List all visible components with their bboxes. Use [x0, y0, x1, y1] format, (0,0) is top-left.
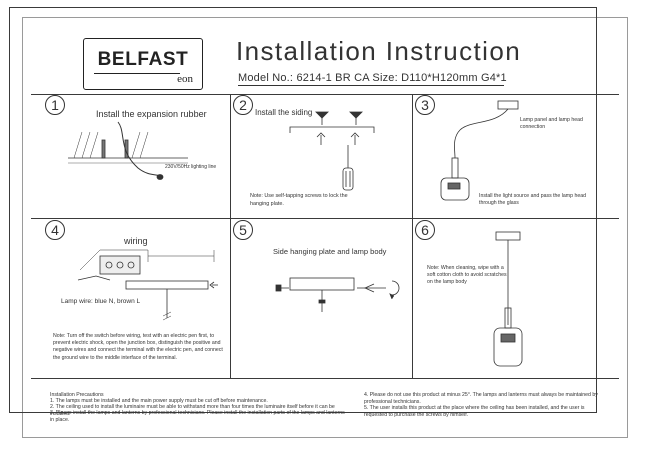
step1-caption: Install the expansion rubber [96, 109, 207, 119]
step-number-5: 5 [233, 220, 253, 240]
step-number-1: 1 [45, 95, 65, 115]
step-number-3: 3 [415, 95, 435, 115]
step6-note: Note: When cleaning, wipe with a soft co… [427, 265, 507, 286]
precaution-4: 4. Please do not use this product at min… [364, 392, 598, 405]
step2-caption: Install the siding [255, 108, 313, 117]
grid-rule-top [31, 94, 619, 95]
step5-illustration [275, 277, 400, 312]
step3-note: Install the light source and pass the la… [479, 193, 586, 206]
step-number-4: 4 [45, 220, 65, 240]
page-title: Installation Instruction [236, 36, 522, 66]
model-line: Model No.: 6214-1 BR CA Size: D110*H120m… [238, 72, 507, 84]
instruction-sheet [22, 17, 628, 438]
precaution-3: 3. Please install the lamps and lanterns… [50, 410, 345, 423]
step4-label: Lamp wire: blue N, brown L [61, 298, 141, 305]
step4-caption: wiring [124, 236, 148, 246]
grid-col-1 [230, 94, 231, 378]
step1-label: 230V/50Hz lighting line [165, 164, 217, 170]
brand-logo: BELFAST eon [83, 38, 203, 90]
brand-name: BELFAST [97, 49, 189, 70]
precaution-1: 1. The lamps must be installed and the m… [50, 398, 268, 404]
step4-note: Note: Turn off the switch before wiring,… [53, 333, 223, 361]
step1-illustration [68, 121, 188, 180]
step4-illustration [77, 249, 218, 321]
step5-caption: Side hanging plate and lamp body [273, 247, 387, 256]
grid-rule-middle [31, 218, 619, 219]
step3-illustration [440, 100, 519, 201]
step-number-6: 6 [415, 220, 435, 240]
grid-col-2 [412, 94, 413, 378]
step-number-2: 2 [233, 95, 253, 115]
step2-note: Note: Use self-tapping screws to lock th… [250, 193, 348, 207]
step3-label: Lamp panel and lamp head connection [520, 117, 583, 130]
inner-frame [9, 7, 597, 413]
model-underline [238, 85, 504, 86]
precaution-2: 2. The ceiling used to install the lumin… [50, 404, 335, 417]
grid-rule-bottom [31, 378, 619, 379]
precautions-heading: Installation Precautions [50, 392, 104, 398]
step6-illustration [493, 231, 523, 367]
step2-illustration [289, 111, 375, 191]
precaution-5: 5. The user installs this product at the… [364, 405, 585, 418]
logo-divider [94, 73, 180, 74]
brand-sub: eon [177, 73, 193, 85]
